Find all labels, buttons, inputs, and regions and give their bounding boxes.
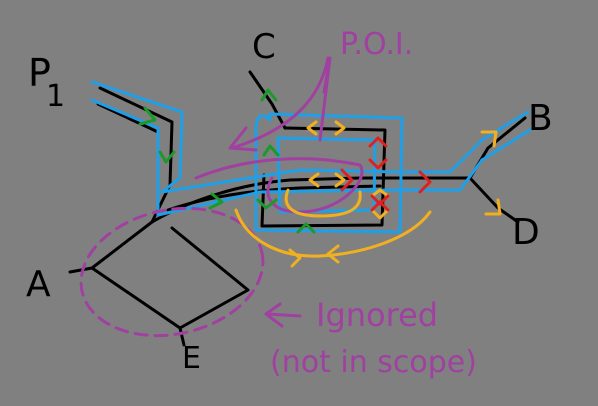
route-blue-square xyxy=(254,112,404,234)
ignored-area-ellipse xyxy=(79,206,265,338)
route-blue-main xyxy=(90,80,530,194)
label-p-subscript: 1 xyxy=(46,79,65,114)
direction-arrow-icon xyxy=(368,158,388,170)
direction-arrow-icon xyxy=(340,168,354,192)
direction-arrow-icon xyxy=(418,170,432,194)
direction-arrow-icon xyxy=(370,208,390,220)
direction-arrow-icon xyxy=(306,120,318,136)
route-blue-lower xyxy=(90,98,484,217)
poi-pointer-arrow-icon xyxy=(230,56,330,150)
label-p: P xyxy=(28,51,51,95)
direction-arrow-icon xyxy=(256,198,278,210)
direction-arrow-icon xyxy=(326,244,340,264)
poi-pointer-head xyxy=(228,126,258,152)
road-a xyxy=(68,266,94,274)
direction-arrow-icon xyxy=(370,188,390,198)
ignored-sublabel: (not in scope) xyxy=(270,345,477,380)
route-blue-b2 xyxy=(480,128,532,162)
route-outline xyxy=(90,80,532,234)
label-c: C xyxy=(252,27,276,67)
ignored-pointer-head xyxy=(264,302,284,328)
road-p1-second xyxy=(96,102,160,134)
yellow-loop xyxy=(234,188,432,258)
road-diamond xyxy=(90,220,250,330)
label-b: B xyxy=(528,98,553,139)
road-c xyxy=(248,70,287,130)
annotation-text: P.O.I. Ignored (not in scope) xyxy=(270,27,477,380)
road-main-lower xyxy=(166,184,382,212)
direction-arrow-icon xyxy=(334,120,346,136)
node-labels: P 1 C B D A E xyxy=(26,27,553,376)
direction-arrow-icon xyxy=(370,200,390,212)
ignored-label: Ignored xyxy=(316,296,438,334)
direction-arrow-icon xyxy=(262,144,280,157)
poi-label: P.O.I. xyxy=(340,27,413,62)
ignored-pointer-arrow-icon xyxy=(266,312,302,318)
direction-arrow-icon xyxy=(260,88,278,102)
label-e: E xyxy=(182,341,201,376)
road-e xyxy=(178,326,186,347)
road-b xyxy=(468,116,527,180)
poi-pointer-tail xyxy=(318,56,332,142)
direction-arrows xyxy=(138,88,502,268)
poi-swoop xyxy=(194,157,364,214)
direction-arrow-icon xyxy=(368,136,388,148)
label-a: A xyxy=(26,264,51,305)
yellow-inner-loop xyxy=(284,188,362,218)
yellow-loop-path xyxy=(234,208,432,258)
direction-arrow-icon xyxy=(308,172,320,188)
direction-arrow-icon xyxy=(208,192,224,210)
direction-arrow-icon xyxy=(296,222,316,234)
direction-arrow-icon xyxy=(334,172,346,188)
annotation-layer xyxy=(79,56,364,338)
direction-arrow-icon xyxy=(484,198,502,216)
direction-arrow-icon xyxy=(480,130,498,148)
direction-arrow-icon xyxy=(288,248,302,268)
direction-arrow-icon xyxy=(138,106,157,126)
direction-arrow-icon xyxy=(158,150,176,164)
road-square xyxy=(260,126,387,228)
label-d: D xyxy=(512,212,540,253)
